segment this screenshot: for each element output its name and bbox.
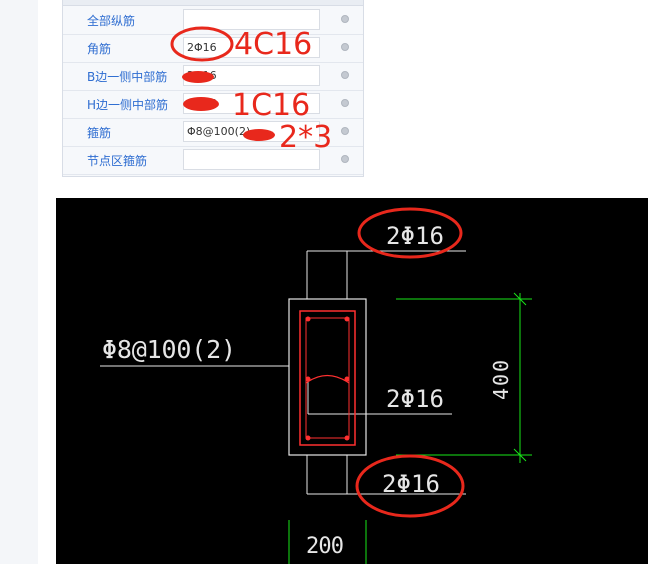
dimension-tick (513, 448, 527, 462)
stirrup-legs-annotation: 2*3 (279, 120, 333, 155)
middle-bars-label: 2Φ16 (386, 385, 444, 413)
bottom-bars-highlight-circle (355, 454, 465, 518)
property-row[interactable]: 节点区箍筋 (63, 146, 363, 175)
rebar-dot (344, 316, 350, 322)
b-side-redaction-mark (182, 71, 214, 83)
property-row[interactable]: B边一侧中部筋 2Φ16 (63, 62, 363, 91)
top-bars-highlight-circle (357, 207, 463, 259)
h-side-redaction-mark (183, 97, 219, 111)
property-dot-icon[interactable] (341, 71, 349, 79)
property-value-input[interactable]: 2Φ16 (183, 37, 320, 58)
property-dot-icon[interactable] (341, 43, 349, 51)
property-row[interactable]: 角筋 2Φ16 (63, 34, 363, 63)
property-name: 节点区箍筋 (87, 154, 148, 168)
rebar-dot (344, 376, 350, 382)
property-value-input[interactable] (183, 149, 320, 170)
dimension-tick (513, 292, 527, 306)
property-name: 全部纵筋 (87, 14, 136, 28)
panel-header (63, 0, 363, 6)
property-name: 箍筋 (87, 126, 112, 140)
corner-bar-annotation: 4C16 (234, 27, 313, 62)
corner-bar-highlight-circle (170, 26, 234, 62)
left-gutter (0, 0, 38, 564)
outer-stirrup (299, 310, 356, 446)
column-outline (288, 298, 367, 456)
property-dot-icon[interactable] (341, 15, 349, 23)
property-name: B边一侧中部筋 (87, 70, 168, 84)
property-value-input[interactable] (183, 9, 320, 30)
property-name: H边一侧中部筋 (87, 98, 169, 112)
property-dot-icon[interactable] (341, 155, 349, 163)
top-bars-label: 2Φ16 (386, 222, 444, 250)
width-dimension-label: 200 (306, 534, 344, 559)
h-side-bar-annotation: 1C16 (232, 88, 311, 123)
stirrup-hook (305, 374, 350, 384)
stirrup-redaction-mark (243, 129, 275, 141)
rebar-dot (344, 435, 350, 441)
panel-markup-overlay (170, 26, 275, 141)
cad-canvas: 2Φ16 Φ8@100(2) 2Φ16 2Φ16 200 400 (100, 207, 532, 564)
rebar-properties-panel: 全部纵筋 角筋 2Φ16 B边一侧中部筋 2Φ16 H边一侧中部筋 2Φ16 箍… (62, 0, 364, 177)
property-dot-icon[interactable] (341, 127, 349, 135)
bottom-bars-label: 2Φ16 (382, 470, 440, 498)
property-row[interactable]: 全部纵筋 (63, 6, 363, 35)
height-dimension-label: 400 (489, 360, 513, 400)
property-name: 角筋 (87, 42, 112, 56)
rebar-dot (305, 316, 311, 322)
rebar-dot (305, 376, 311, 382)
inner-stirrup (305, 317, 350, 439)
rebar-dot (305, 435, 311, 441)
property-dot-icon[interactable] (341, 99, 349, 107)
stirrup-label: Φ8@100(2) (102, 335, 236, 364)
cad-column-section: 2Φ16 Φ8@100(2) 2Φ16 2Φ16 200 400 (56, 198, 648, 564)
